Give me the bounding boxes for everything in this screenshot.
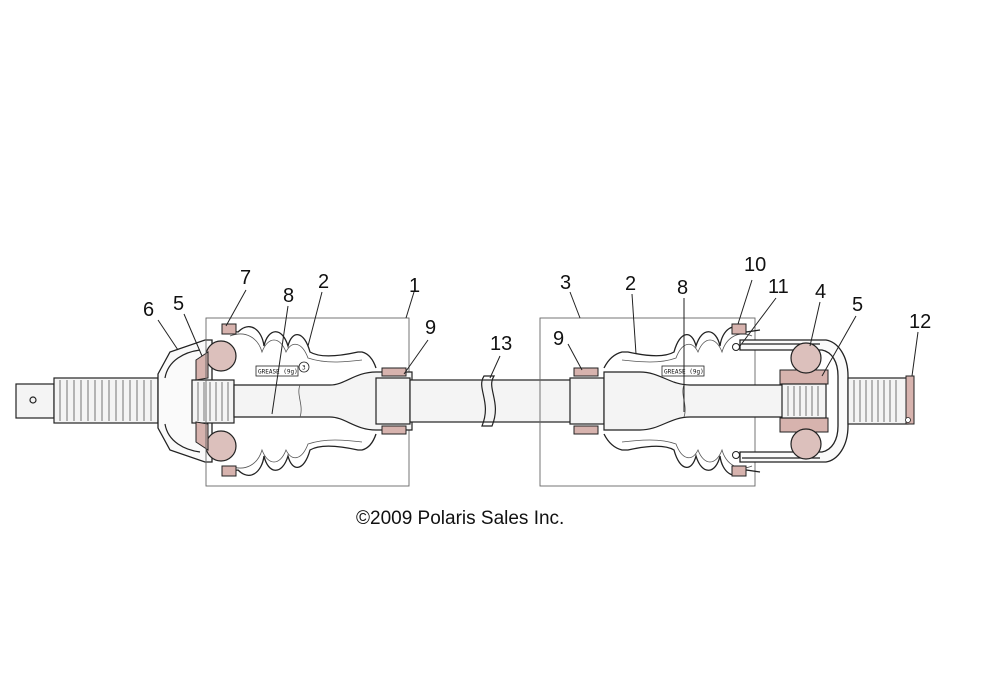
left-boot — [221, 323, 377, 477]
right-cv-bearing — [779, 342, 829, 460]
left-shaft-section — [233, 367, 413, 435]
callout-11: 11 — [768, 276, 789, 298]
callout-3: 3 — [560, 272, 571, 294]
callout-5-left: 5 — [173, 293, 184, 315]
callout-labels: 6 5 7 8 2 1 9 13 9 3 2 8 10 11 4 5 12 — [143, 254, 931, 355]
grease-marker-text: 3 — [302, 365, 306, 372]
copyright-notice: ©2009 Polaris Sales Inc. — [356, 508, 564, 529]
left-cv-bearing — [191, 340, 237, 462]
callout-13: 13 — [490, 333, 512, 355]
callout-8-left: 8 — [283, 285, 294, 307]
left-stub-shaft — [15, 377, 159, 424]
leader-lines — [157, 279, 919, 415]
right-stub-shaft — [847, 375, 915, 425]
right-boot — [603, 323, 761, 477]
callout-6: 6 — [143, 299, 154, 321]
callout-9-left: 9 — [425, 317, 436, 339]
callout-10: 10 — [744, 254, 766, 276]
center-bar-shaft — [409, 375, 573, 427]
callout-5-right: 5 — [852, 294, 863, 316]
callout-9-right: 9 — [553, 328, 564, 350]
callout-1: 1 — [409, 275, 420, 297]
right-shaft-section — [569, 367, 787, 435]
callout-2-left: 2 — [318, 271, 329, 293]
grease-tag-right: GREASE (9g) — [661, 365, 705, 377]
callout-8-right: 8 — [677, 277, 688, 299]
callout-12: 12 — [909, 311, 931, 333]
grease-tag-left: GREASE (9g) 3 — [255, 361, 310, 377]
callout-4: 4 — [815, 281, 826, 303]
callout-7: 7 — [240, 267, 251, 289]
callout-2-right: 2 — [625, 273, 636, 295]
